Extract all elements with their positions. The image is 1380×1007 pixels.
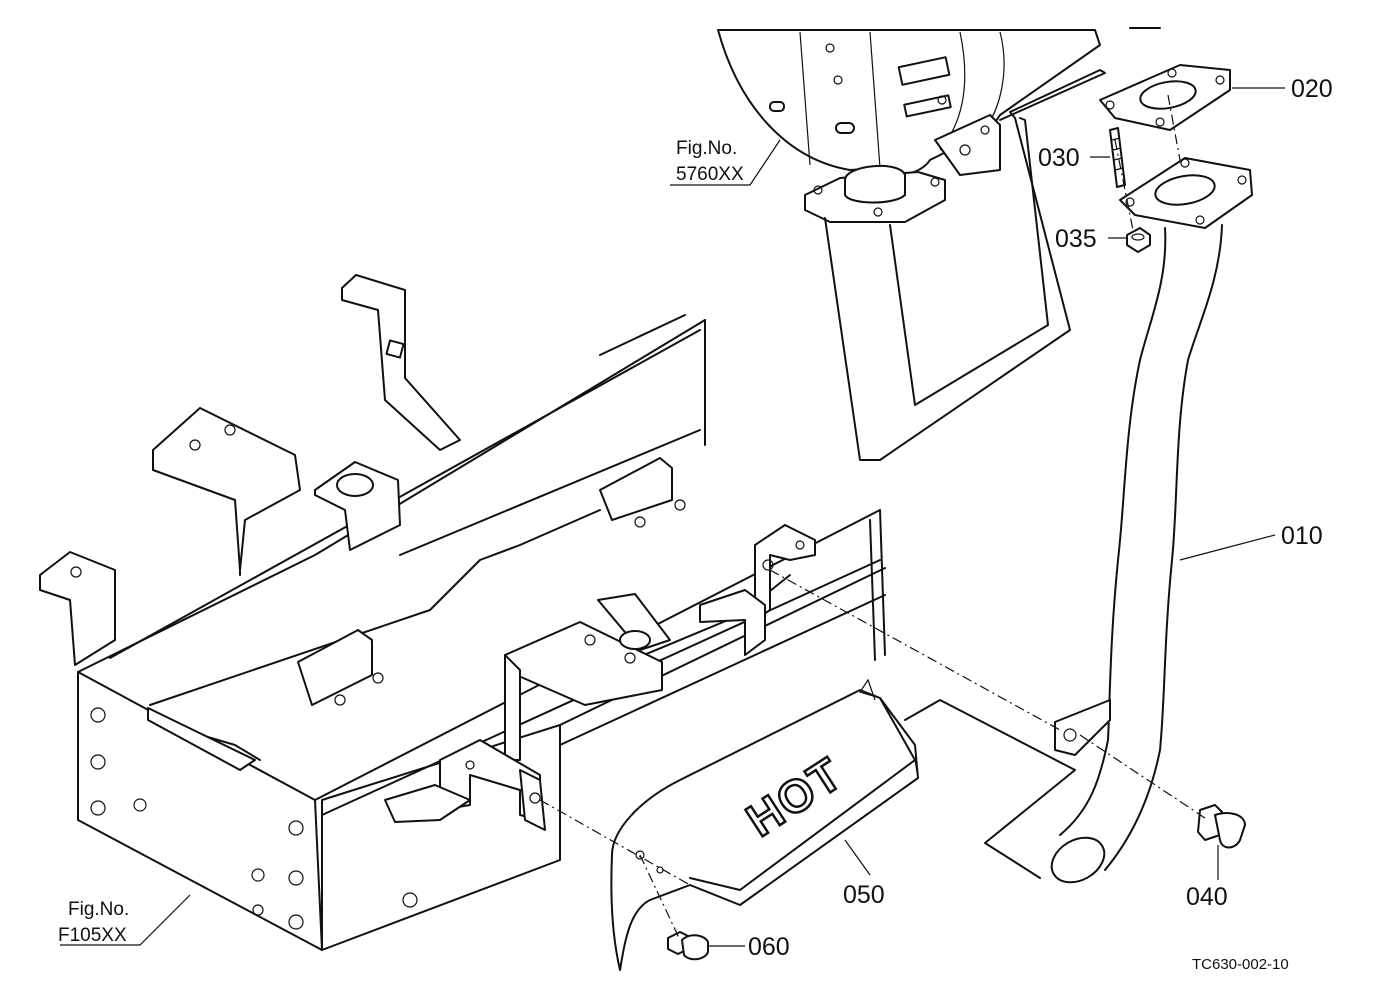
fig-ref-prefix-frame: Fig.No. [68, 899, 129, 920]
fig-ref-prefix-muffler: Fig.No. [676, 138, 737, 159]
cover-bolt [667, 931, 709, 961]
muffler-assembly [717, 29, 1101, 223]
part-label-050: 050 [843, 881, 885, 909]
muffler-outline-frame [824, 69, 1106, 461]
drawing-code: TC630-002-10 [1192, 956, 1289, 973]
assembly-centerlines [539, 94, 1206, 941]
pipe-flange [1119, 157, 1253, 229]
part-label-030: 030 [1038, 144, 1080, 172]
fig-ref-number-frame: F105XX [58, 925, 127, 946]
part-label-010: 010 [1281, 522, 1323, 550]
flange-gasket-upper [1099, 64, 1231, 131]
leader-lines [60, 87, 1285, 947]
stud-bolt [1109, 127, 1126, 188]
part-label-060: 060 [748, 933, 790, 961]
tractor-frame [39, 274, 886, 951]
part-label-040: 040 [1186, 883, 1228, 911]
part-label-020: 020 [1291, 75, 1333, 103]
part-label-035: 035 [1055, 225, 1097, 253]
heat-cover: HOT [610, 678, 919, 971]
fig-ref-number-muffler: 5760XX [676, 164, 744, 185]
flange-nut [1126, 227, 1151, 253]
pipe-bolt [1197, 804, 1246, 849]
exhaust-pipe [1050, 224, 1223, 884]
